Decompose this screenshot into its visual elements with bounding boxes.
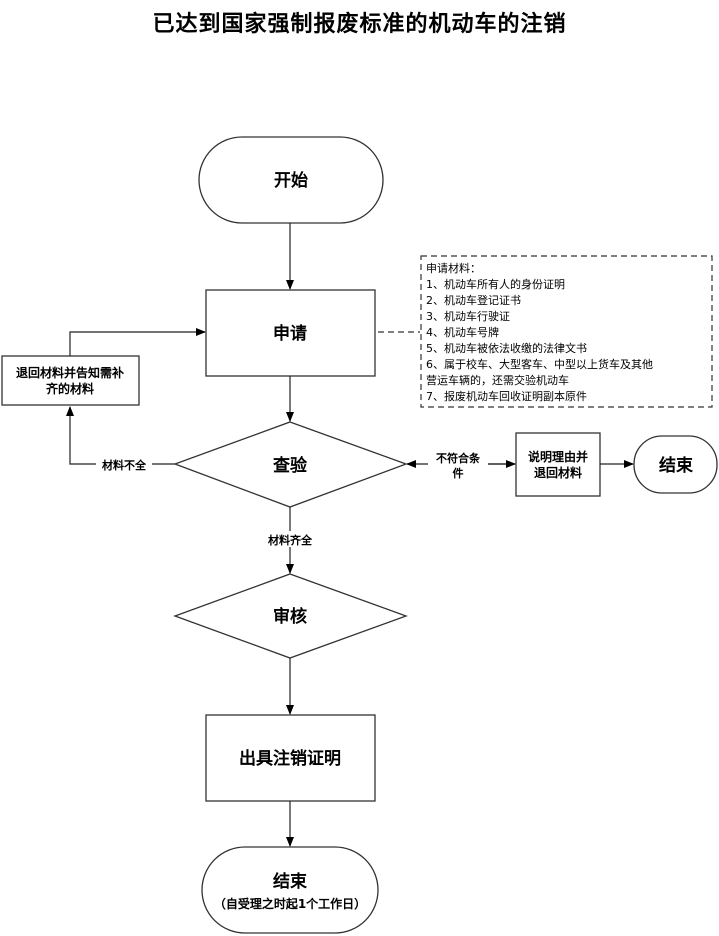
edge-label-not-qualified-line2: 件 <box>453 466 464 480</box>
start-node[interactable]: 开始 <box>198 136 384 224</box>
edge-label-complete: 材料齐全 <box>268 533 313 547</box>
review-decision[interactable]: 审核 <box>173 573 408 659</box>
end-bottom-note: （自受理之时起1个工作日） <box>214 896 366 911</box>
reject-label-line1: 说明理由并 <box>528 449 588 464</box>
apply-node[interactable]: 申请 <box>205 289 376 377</box>
issue-certificate-node[interactable]: 出具注销证明 <box>205 714 376 802</box>
materials-note: 申请材料： 1、机动车所有人的身份证明 2、机动车登记证书 3、机动车行驶证 4… <box>420 255 713 408</box>
materials-heading: 申请材料： <box>426 261 481 275</box>
issue-label: 出具注销证明 <box>239 748 341 769</box>
return-label-line1: 退回材料并告知需补 <box>16 365 124 380</box>
end-right-label: 结束 <box>659 455 693 476</box>
materials-line: 5、机动车被依法收缴的法律文书 <box>426 341 587 355</box>
materials-line: 营运车辆的，还需交验机动车 <box>426 373 569 387</box>
inspect-decision[interactable]: 查验 <box>173 421 408 508</box>
return-materials-node[interactable]: 退回材料并告知需补 齐的材料 <box>1 355 140 406</box>
materials-line: 4、机动车号牌 <box>426 325 499 339</box>
page-title: 已达到国家强制报废标准的机动车的注销 <box>152 12 567 37</box>
edge-label-not-qualified-line1: 不符合条 <box>436 451 481 465</box>
apply-label: 申请 <box>273 323 307 344</box>
end-bottom-label: 结束 <box>273 871 307 892</box>
return-label-line2: 齐的材料 <box>46 381 94 396</box>
end-node-right[interactable]: 结束 <box>633 435 718 494</box>
reject-node[interactable]: 说明理由并 退回材料 <box>515 432 601 497</box>
materials-line: 7、报废机动车回收证明副本原件 <box>426 389 587 403</box>
materials-line: 2、机动车登记证书 <box>426 293 521 307</box>
materials-line: 6、属于校车、大型客车、中型以上货车及其他 <box>426 357 653 371</box>
materials-line: 1、机动车所有人的身份证明 <box>426 277 565 291</box>
materials-line: 3、机动车行驶证 <box>426 309 510 323</box>
inspect-label: 查验 <box>272 455 308 476</box>
reject-label-line2: 退回材料 <box>534 465 582 480</box>
review-label: 审核 <box>273 606 307 627</box>
end-node-bottom[interactable]: 结束 （自受理之时起1个工作日） <box>201 846 379 934</box>
edge-label-incomplete: 材料不全 <box>102 458 147 472</box>
start-label: 开始 <box>274 170 308 191</box>
arrow-inspect-to-return <box>66 406 175 465</box>
arrow-return-to-apply <box>69 328 206 356</box>
